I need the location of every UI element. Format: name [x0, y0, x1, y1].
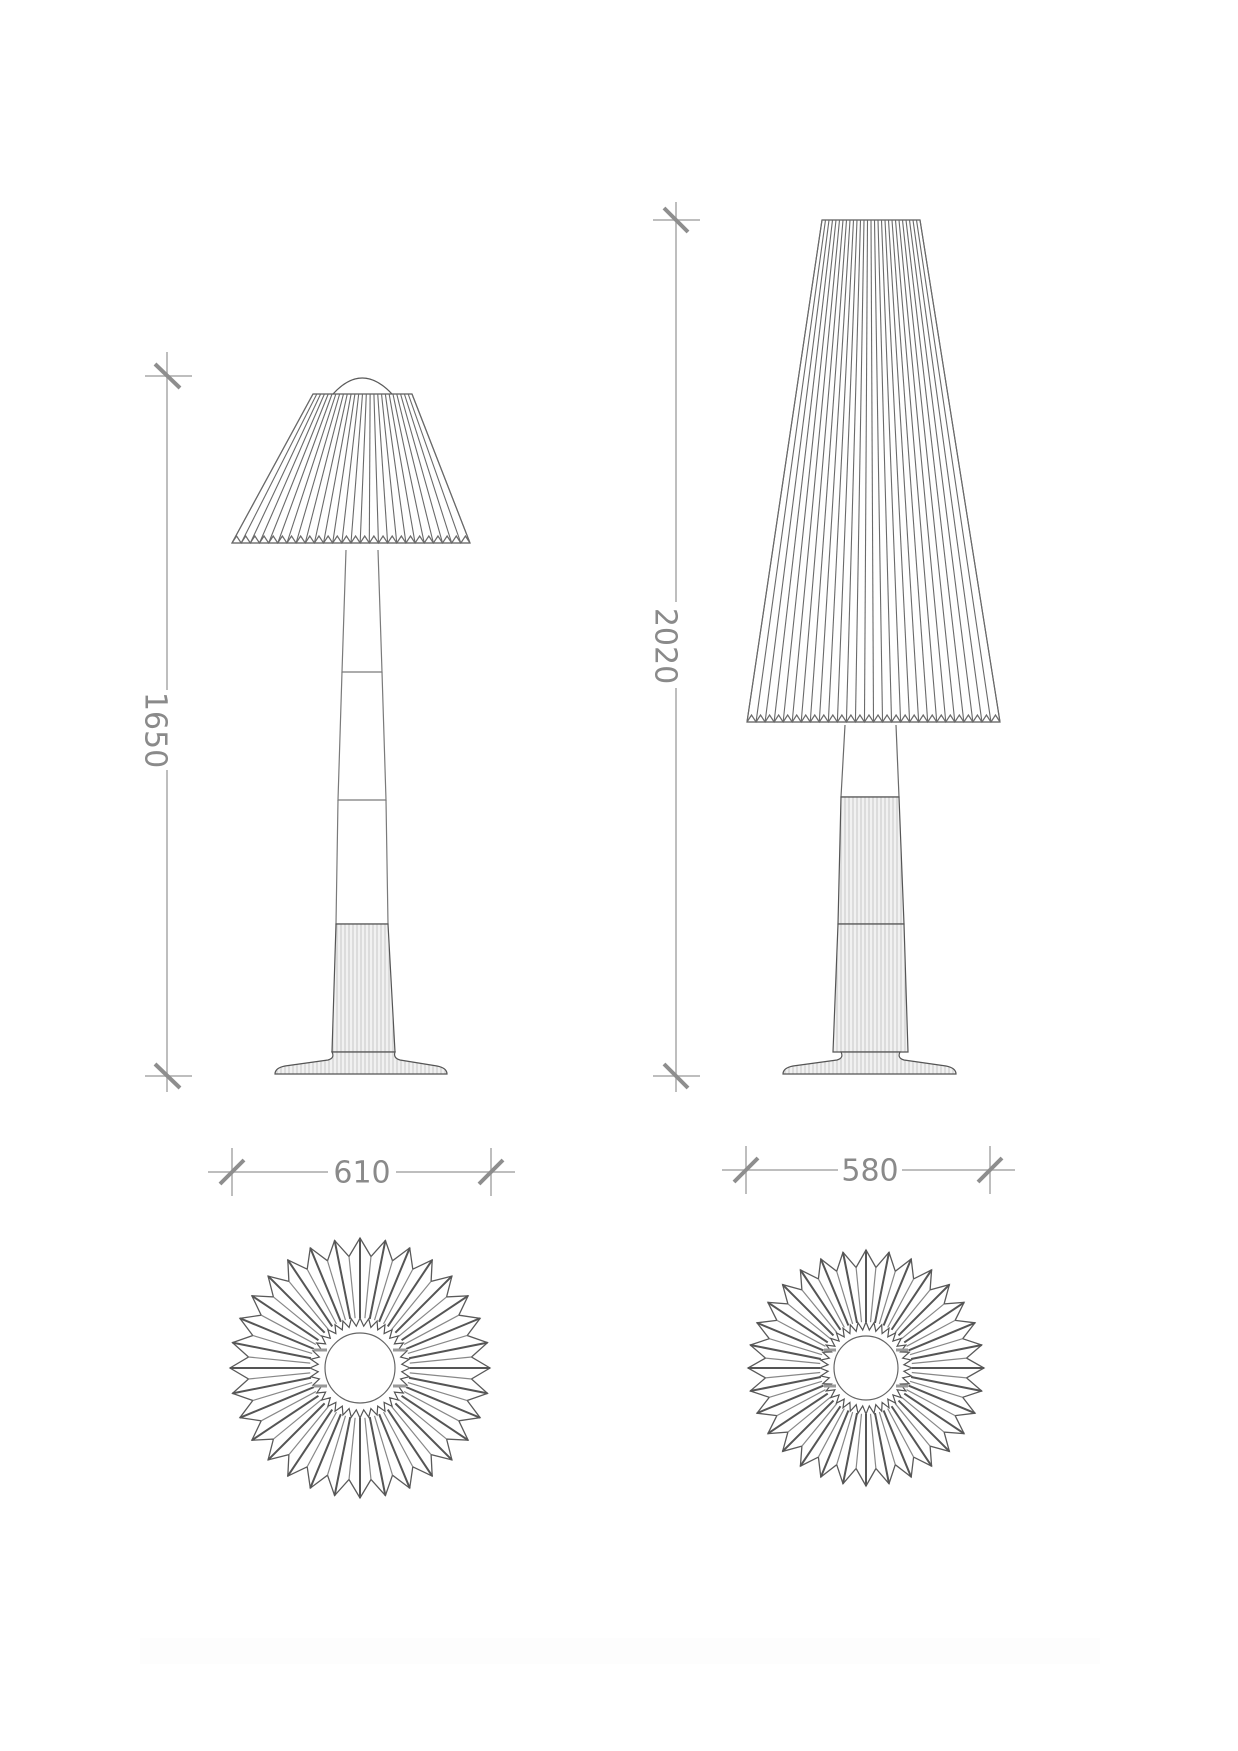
- foot: [274, 1051, 448, 1075]
- shade-pleats: [746, 219, 1001, 723]
- footer-band: [140, 1638, 1100, 1664]
- short-lamp-elevation: [230, 377, 471, 1075]
- width-label-tall: 580: [841, 1154, 898, 1189]
- tall-lamp-top-view: [746, 1248, 986, 1488]
- shade-hem: [746, 713, 1001, 724]
- width-dimension-short: [208, 1148, 515, 1196]
- shade-pleats: [231, 393, 471, 544]
- ribbed-column: [331, 923, 396, 1053]
- stem-middle: [337, 671, 387, 801]
- dome-cap: [332, 377, 393, 395]
- short-lamp-top-view: [228, 1236, 492, 1500]
- height-label-short: 1650: [138, 692, 173, 768]
- foot: [782, 1051, 957, 1075]
- width-label-short: 610: [333, 1156, 390, 1191]
- ribbed-column-upper: [837, 796, 905, 925]
- shade-hem: [231, 534, 471, 545]
- tall-lamp-elevation: [746, 219, 1001, 1075]
- stem-upper: [341, 549, 383, 673]
- stem-lower: [335, 799, 389, 925]
- height-dimension-short: [145, 352, 192, 1092]
- height-dimension-tall: [653, 202, 700, 1092]
- ribbed-column-lower: [832, 923, 909, 1053]
- width-dimension-tall: [722, 1146, 1015, 1194]
- stem-upper: [840, 724, 900, 798]
- height-label-tall: 2020: [648, 608, 683, 684]
